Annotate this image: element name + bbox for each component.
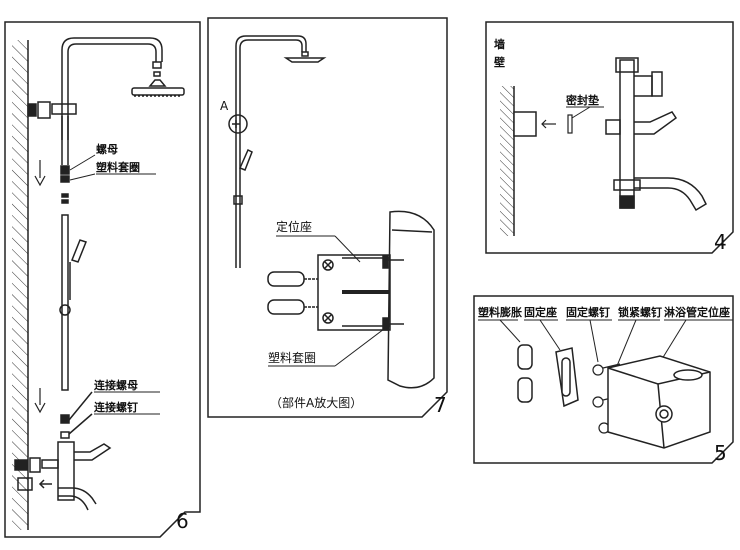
- panel-7-frame: [207, 17, 448, 418]
- label-plastic-sleeve: 塑料套圈: [96, 160, 140, 174]
- panel-5-number: 5: [714, 441, 727, 465]
- part-a-circle: [228, 114, 248, 134]
- label-fixed-screw: 固定螺钉: [566, 305, 610, 319]
- label-seal: 密封垫: [566, 93, 599, 107]
- plastic-anchors: [517, 344, 533, 403]
- label-wall-1: 墙: [494, 37, 505, 51]
- panel-6: 6: [4, 21, 201, 538]
- label-plastic-sleeve-7: 塑料套圈: [268, 350, 316, 365]
- label-wall-2: 壁: [494, 55, 505, 69]
- panel-4-number: 4: [714, 230, 727, 254]
- label-anchor: 塑料膨胀: [478, 305, 522, 319]
- label-fixed-seat: 固定座: [524, 305, 557, 319]
- wall: [12, 40, 29, 530]
- shower-column: [228, 35, 327, 268]
- panel-4: 4 墙 壁 密封垫: [485, 21, 734, 254]
- wall-4: [500, 86, 537, 236]
- panel-7: 7 A: [207, 17, 448, 418]
- wall-bracket: [27, 101, 77, 119]
- label-lock-screw: 锁紧螺钉: [618, 305, 662, 319]
- pipe-seat-part: [607, 355, 711, 449]
- panel-7-number: 7: [434, 393, 447, 417]
- panel-6-number: 6: [176, 509, 189, 533]
- shower-riser-top: [61, 37, 185, 140]
- label-a: A: [220, 99, 229, 113]
- mixer-valve-4: [605, 57, 707, 212]
- seat-detail: [267, 210, 435, 389]
- caption-part-a: （部件A放大图）: [270, 395, 362, 410]
- panel-6-frame: [4, 21, 201, 538]
- label-pipe-seat: 淋浴管定位座: [664, 305, 730, 319]
- fixed-seat-part: [555, 347, 579, 408]
- panel-4-frame: [485, 21, 734, 254]
- label-connect-screw: 连接螺钉: [94, 400, 138, 414]
- label-nut: 螺母: [96, 142, 118, 156]
- arrow-icon: [34, 160, 46, 414]
- mixer-valve: [14, 441, 112, 511]
- label-connect-nut: 连接螺母: [94, 378, 138, 392]
- panel-5: 5 塑料膨胀 固定座 固定螺钉 锁紧螺钉 淋浴管定位座: [473, 295, 734, 465]
- label-seat: 定位座: [276, 219, 312, 234]
